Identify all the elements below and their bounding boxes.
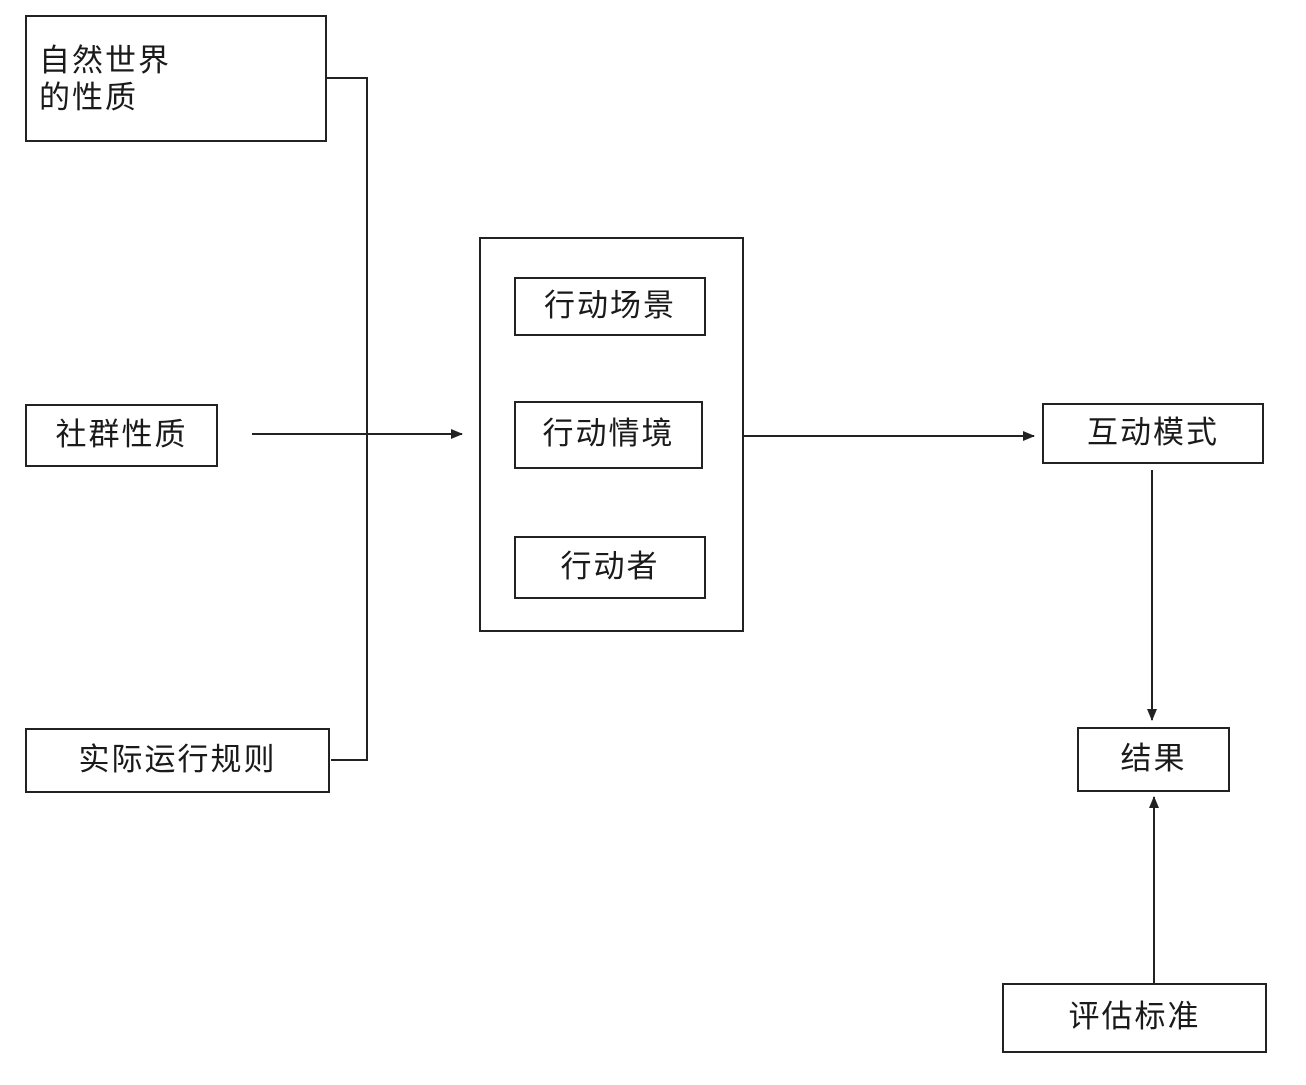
evaluative-criteria-label: 评估标准 xyxy=(1068,999,1201,1036)
rules-in-use-label: 实际运行规则 xyxy=(78,741,277,778)
connector-natural-world xyxy=(327,77,368,761)
action-situation-box: 行动场景 xyxy=(514,277,706,336)
natural-world-label-line2: 的性质 xyxy=(39,80,138,117)
natural-world-box: 自然世界 的性质 xyxy=(25,15,327,142)
action-context-label: 行动情境 xyxy=(542,416,675,453)
natural-world-label-line1: 自然世界 xyxy=(39,43,171,79)
outcomes-label: 结果 xyxy=(1120,740,1187,777)
community-label: 社群性质 xyxy=(55,416,188,453)
action-context-box: 行动情境 xyxy=(514,401,703,469)
actors-label: 行动者 xyxy=(560,548,660,585)
community-box: 社群性质 xyxy=(25,404,218,467)
actors-box: 行动者 xyxy=(514,536,706,599)
outcomes-box: 结果 xyxy=(1077,727,1230,792)
interaction-patterns-box: 互动模式 xyxy=(1042,403,1264,464)
rules-in-use-box: 实际运行规则 xyxy=(25,728,330,793)
evaluative-criteria-box: 评估标准 xyxy=(1002,983,1267,1053)
action-situation-label: 行动场景 xyxy=(544,287,676,324)
action-arena-box xyxy=(479,237,744,632)
interaction-patterns-label: 互动模式 xyxy=(1087,414,1219,451)
